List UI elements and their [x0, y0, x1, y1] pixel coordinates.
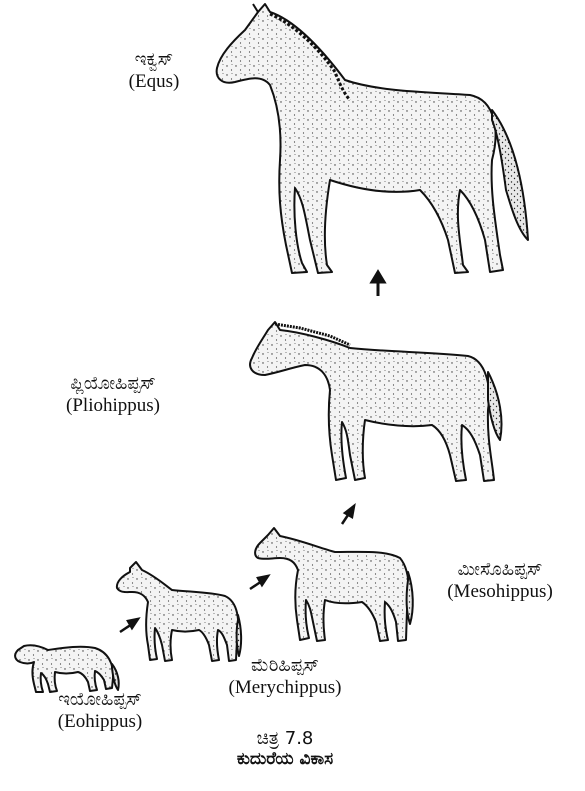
arrow-diagonal-2	[250, 576, 268, 589]
eohippus-horse	[15, 645, 119, 692]
figure-number: ಚಿತ್ರ 7.8	[210, 728, 360, 749]
merychippus-latin-name: (Merychippus)	[210, 677, 360, 699]
eohippus-latin-name: (Eohippus)	[25, 711, 175, 733]
equus-latin-name: (Equs)	[108, 71, 200, 93]
mesohippus-kannada-name: ಮೀಸೊಹಿಪ್ಪಸ್	[420, 560, 580, 581]
equus-label: ಇಕ್ವಸ್ (Equs)	[108, 50, 200, 93]
arrow-diagonal-3	[120, 619, 138, 632]
equus-kannada-name: ಇಕ್ವಸ್	[108, 50, 200, 71]
mesohippus-latin-name: (Mesohippus)	[420, 581, 580, 603]
mesohippus-label: ಮೀಸೊಹಿಪ್ಪಸ್ (Mesohippus)	[420, 560, 580, 603]
pliohippus-latin-name: (Pliohippus)	[28, 395, 198, 417]
pliohippus-label: ಪ್ಲಿಯೋಹಿಪ್ಪಸ್ (Pliohippus)	[28, 374, 198, 417]
merychippus-label: ಮೆರಿಹಿಪ್ಪಸ್ (Merychippus)	[210, 656, 360, 699]
eohippus-kannada-name: ಇಯೋಹಿಪ್ಪಸ್	[25, 690, 175, 711]
arrow-diagonal-1	[342, 506, 354, 524]
equus-horse	[217, 4, 528, 273]
eohippus-label: ಇಯೋಹಿಪ್ಪಸ್ (Eohippus)	[25, 690, 175, 733]
pliohippus-horse	[250, 322, 501, 481]
figure-title: ಕುದುರೆಯ ವಿಕಾಸ	[210, 749, 360, 769]
arrow-up	[372, 272, 384, 296]
merychippus-horse	[117, 562, 241, 661]
merychippus-kannada-name: ಮೆರಿಹಿಪ್ಪಸ್	[210, 656, 360, 677]
pliohippus-kannada-name: ಪ್ಲಿಯೋಹಿಪ್ಪಸ್	[28, 374, 198, 395]
mesohippus-horse	[255, 528, 413, 641]
figure-caption: ಚಿತ್ರ 7.8 ಕುದುರೆಯ ವಿಕಾಸ	[210, 728, 360, 769]
